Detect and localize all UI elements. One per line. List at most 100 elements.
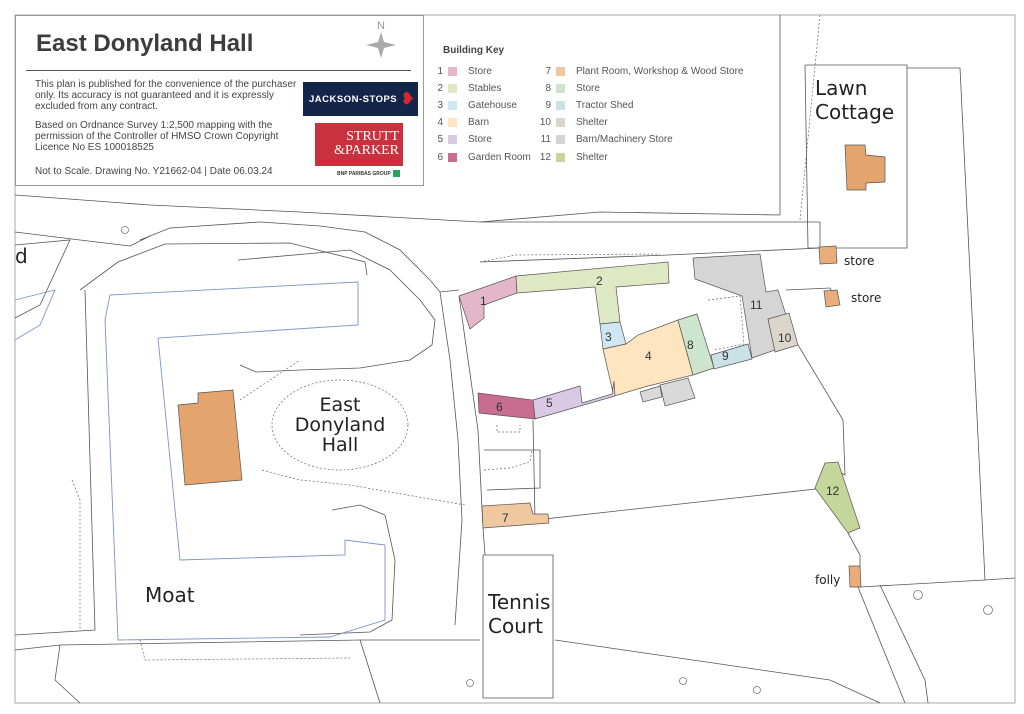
edge-label-fragment: d: [15, 244, 28, 268]
key-label: Store: [468, 65, 492, 77]
key-swatch: [556, 83, 565, 93]
bnp-wordmark: BNP PARIBAS GROUP: [337, 170, 391, 177]
building-7-plant-room[interactable]: [481, 502, 550, 529]
north-arrow: N: [366, 20, 396, 61]
key-number: 10: [539, 117, 551, 129]
building-number-label: 7: [502, 511, 509, 525]
key-label: Shelter: [576, 151, 608, 163]
key-swatch: [448, 135, 457, 145]
key-swatch: [556, 118, 565, 128]
label-line: Tennis: [488, 590, 551, 614]
key-label: Barn/Machinery Store: [576, 134, 673, 146]
key-swatch: [448, 152, 457, 162]
building-key-title: Building Key: [443, 45, 505, 56]
building-number-label: 9: [722, 349, 729, 363]
jackson-stops-logo: JACKSON-STOPS❥: [303, 82, 418, 116]
key-swatch: [448, 83, 457, 93]
title-divider: [26, 70, 411, 71]
label-line: Donyland: [294, 414, 386, 436]
building-number-label: 4: [645, 349, 652, 363]
tree-icons: [121, 226, 993, 694]
strutt-wordmark: STRUTT: [346, 129, 399, 144]
key-item: 11 Barn/Machinery Store: [537, 133, 673, 147]
folly-building[interactable]: [848, 565, 862, 588]
key-label: Store: [468, 134, 492, 146]
outbuilding-grey: [639, 385, 663, 403]
bnp-paribas-mark: BNP PARIBAS GROUP: [337, 170, 400, 177]
buildings: [177, 144, 886, 588]
building-12-shelter[interactable]: [814, 461, 861, 534]
building-5-store[interactable]: [532, 380, 616, 420]
key-item: 4 Barn: [429, 116, 489, 130]
tree-icon: [121, 226, 129, 234]
key-label: Stables: [468, 82, 502, 94]
key-number: 11: [540, 134, 551, 146]
store-building-a[interactable]: [818, 245, 838, 265]
key-number: 9: [545, 99, 551, 111]
building-number-label: 2: [596, 274, 603, 288]
ordnance-survey-note: Based on Ordnance Survey 1:2,500 mapping…: [35, 120, 279, 153]
page-title: East Donyland Hall: [36, 30, 254, 57]
key-number: 4: [437, 117, 443, 129]
tree-icon: [913, 590, 923, 600]
store-label-a: store: [844, 254, 875, 268]
key-number: 1: [437, 65, 443, 77]
key-label: Store: [576, 82, 600, 94]
key-swatch: [556, 100, 565, 110]
key-swatch: [448, 100, 457, 110]
key-item: 3 Gatehouse: [429, 98, 517, 112]
key-label: Tractor Shed: [576, 99, 634, 111]
drawing-note: Not to Scale. Drawing No. Y21662-04 | Da…: [35, 166, 273, 177]
key-item: 9 Tractor Shed: [537, 98, 633, 112]
key-item: 8 Store: [537, 81, 600, 95]
key-number: 12: [539, 151, 551, 163]
tree-icon: [753, 686, 761, 694]
building-number-label: 12: [826, 484, 840, 498]
building-number-label: 11: [750, 298, 763, 312]
key-number: 3: [437, 99, 443, 111]
compass-rose-icon: [366, 32, 396, 58]
lawn-cottage-building[interactable]: [844, 144, 886, 191]
key-label: Gatehouse: [468, 99, 517, 111]
key-number: 5: [437, 134, 443, 146]
key-label: Garden Room: [468, 151, 531, 163]
key-item: 5 Store: [429, 133, 492, 147]
label-line: Cottage: [815, 100, 895, 124]
building-number-label: 3: [605, 330, 612, 344]
label-line: Lawn: [815, 76, 868, 100]
tree-icon: [679, 677, 687, 685]
building-number-label: 5: [546, 396, 553, 410]
building-key: Building Key: [443, 45, 504, 61]
key-label: Barn: [468, 117, 490, 129]
boundary-lines: [14, 15, 1016, 704]
label-line: Court: [488, 614, 543, 638]
key-swatch: [448, 66, 457, 76]
building-number-label: 10: [778, 331, 792, 345]
store-label-b: store: [851, 291, 882, 305]
key-swatch: [556, 152, 565, 162]
tree-icon: [466, 679, 474, 687]
east-donyland-hall-building[interactable]: [177, 389, 243, 486]
title-block: East Donyland Hall N This plan is publis…: [15, 15, 424, 186]
building-10-shelter[interactable]: [767, 312, 799, 353]
tree-icon: [983, 605, 993, 615]
key-item: 12 Shelter: [537, 150, 608, 164]
dashed-paths: [71, 14, 821, 661]
jackson-stops-wordmark: JACKSON-STOPS: [309, 93, 398, 105]
store-building-b[interactable]: [823, 289, 841, 308]
key-number: 8: [545, 82, 551, 94]
building-6-garden-room[interactable]: [477, 392, 536, 420]
north-label: N: [377, 20, 385, 32]
key-swatch: [556, 66, 565, 76]
key-number: 7: [545, 65, 551, 77]
key-swatch: [448, 118, 457, 128]
disclaimer-text: This plan is published for the convenien…: [35, 79, 297, 112]
building-9-tractor-shed[interactable]: [710, 343, 753, 370]
parker-wordmark: &PARKER: [334, 143, 399, 158]
